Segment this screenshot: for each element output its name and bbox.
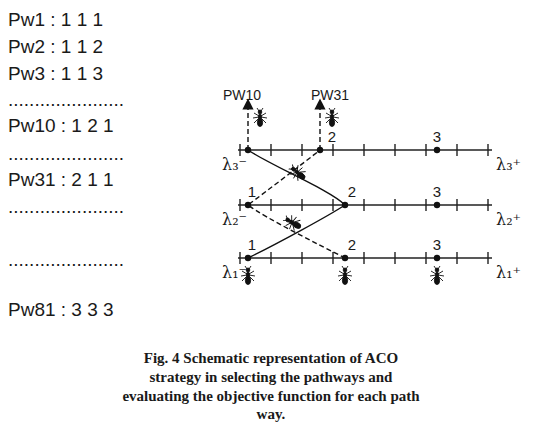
ellipsis-row: ...................... <box>8 144 124 163</box>
point-number: 1 <box>248 184 256 199</box>
pathway-row: Pw31 : 2 1 1 <box>8 170 114 189</box>
pathway-row: Pw81 : 3 3 3 <box>8 300 114 319</box>
pathway-row: Pw10 : 1 2 1 <box>8 116 114 135</box>
upper-bound: λ₃⁺ <box>496 157 521 173</box>
point-number: 3 <box>433 184 441 199</box>
point-number: 3 <box>433 237 441 252</box>
upper-bound: λ₂⁺ <box>496 212 521 228</box>
pathway-tag: PW31 <box>311 88 349 102</box>
point-number: 3 <box>433 129 441 144</box>
pathway-row: Pw3 : 1 1 3 <box>8 64 103 83</box>
point-number: 2 <box>328 129 336 144</box>
lower-bound: λ₁⁻ <box>222 265 247 281</box>
figure-caption: Fig. 4 Schematic representation of ACO s… <box>118 349 424 424</box>
pathway-tag: PW10 <box>223 88 261 102</box>
ellipsis-row: ...................... <box>8 90 124 109</box>
pathway-row: Pw1 : 1 1 1 <box>8 10 103 29</box>
pathway-row: Pw2 : 1 1 2 <box>8 37 103 56</box>
ellipsis-row: ...................... <box>8 250 124 269</box>
upper-bound: λ₁⁺ <box>496 265 521 281</box>
lower-bound: λ₃⁻ <box>222 157 247 173</box>
lower-bound: λ₂⁻ <box>222 212 247 228</box>
point-number: 2 <box>348 237 356 252</box>
ellipsis-row: ...................... <box>8 197 124 216</box>
point-number: 2 <box>348 184 356 199</box>
point-number: 1 <box>248 237 256 252</box>
